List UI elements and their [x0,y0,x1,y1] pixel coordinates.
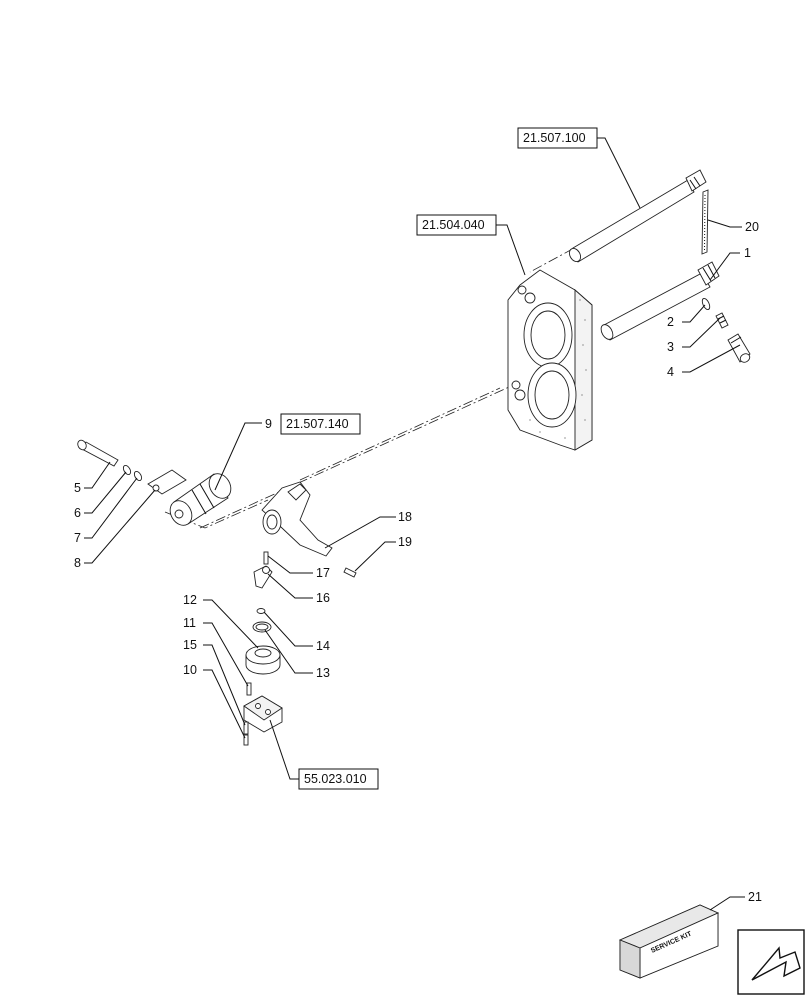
sensor-block [243,695,283,733]
callout-15: 15 [183,638,197,652]
ref-box-21-507-100[interactable]: 21.507.100 [517,127,598,149]
ref-box-55-023-010[interactable]: 55.023.010 [298,768,379,790]
callout-10: 10 [183,663,197,677]
part-15-screw [243,721,249,735]
part-16-lever [253,565,273,589]
svg-text:55.023.010: 55.023.010 [304,772,367,786]
part-10-screw [243,734,249,746]
callout-9: 9 [265,417,272,431]
part-6-washer [122,464,132,476]
svg-text:21.504.040: 21.504.040 [422,218,485,232]
part-1-shaft [600,261,720,341]
part-17-pin [263,551,269,565]
callout-leaders [84,219,745,911]
callout-21: 21 [748,890,762,904]
callout-17: 17 [316,566,330,580]
callout-3: 3 [667,340,674,354]
callout-13: 13 [316,666,330,680]
part-20-rod [701,189,709,255]
callout-6: 6 [74,506,81,520]
callout-18: 18 [398,510,412,524]
callout-20: 20 [745,220,759,234]
part-21-service-kit: SERVICE KIT [618,904,720,979]
svg-text:21.507.100: 21.507.100 [523,131,586,145]
part-7-washer [133,470,143,482]
part-19-pin [343,567,357,578]
callout-1: 1 [744,246,751,260]
part-14-ring [256,608,266,614]
part-4-valve [727,333,751,363]
callout-4: 4 [667,365,674,379]
next-page-arrow-icon[interactable] [737,929,805,995]
part-2-ring [701,297,711,311]
callout-5: 5 [74,481,81,495]
callout-11: 11 [183,616,196,630]
part-8-bracket [147,469,187,495]
part-5-pin [77,439,119,467]
callout-8: 8 [74,556,81,570]
upper-shaft [568,169,707,263]
callout-2: 2 [667,315,674,329]
callout-16: 16 [316,591,330,605]
part-11-screw [246,682,252,696]
part-13-seal [252,621,272,633]
ref-box-21-507-140[interactable]: 21.507.140 [280,413,361,435]
callout-19: 19 [398,535,412,549]
housing-plate [507,269,593,451]
ref-box-21-504-040[interactable]: 21.504.040 [416,214,497,236]
part-12-pulley [245,645,281,675]
callout-labels: 1 2 3 4 5 6 7 8 9 10 11 12 13 14 15 16 1… [74,220,762,904]
part-9-cylinder [169,473,232,526]
callout-7: 7 [74,531,81,545]
part-18-fork [261,481,333,557]
callout-14: 14 [316,639,330,653]
callout-12: 12 [183,593,197,607]
svg-text:21.507.140: 21.507.140 [286,417,349,431]
